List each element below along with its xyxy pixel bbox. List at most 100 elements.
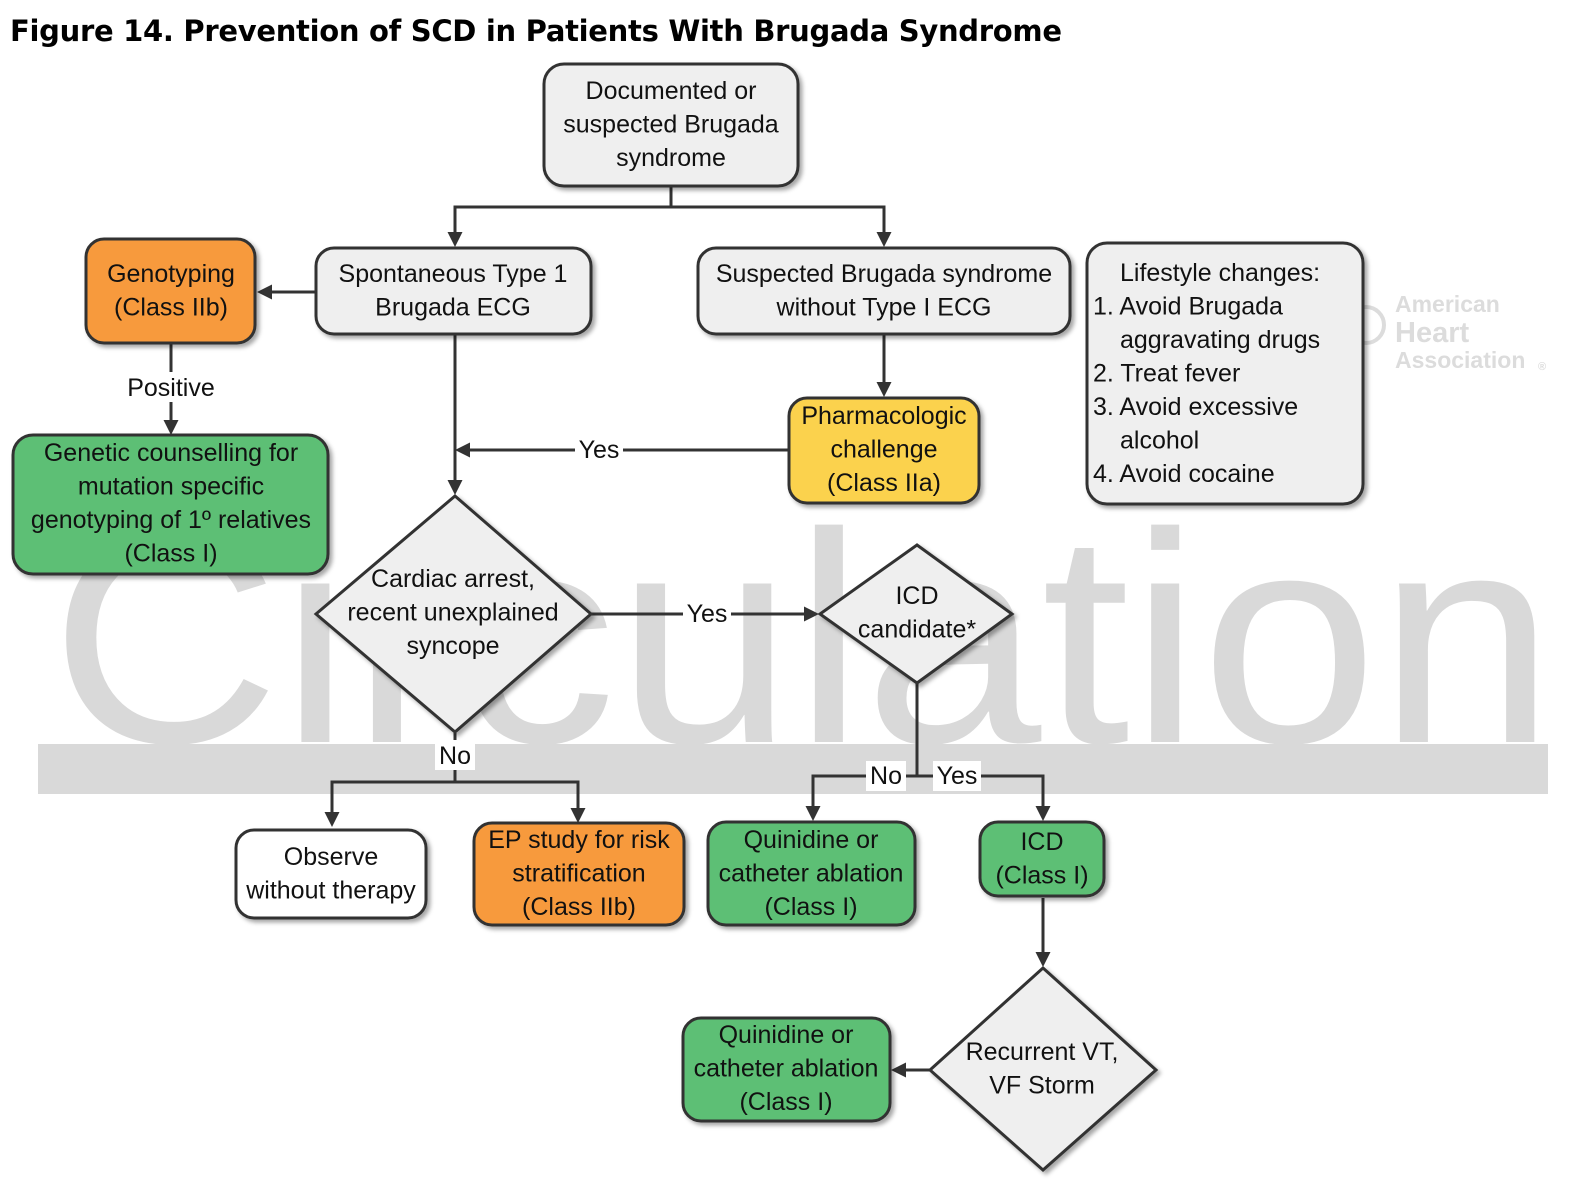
- ep_study-line: EP study for risk: [488, 826, 670, 854]
- start-line: syndrome: [616, 144, 726, 172]
- node-recurrent-text: Recurrent VT, VF Storm: [966, 1038, 1119, 1100]
- node-quinidine-1-text: Quinidine or catheter ablation (Class I): [719, 826, 904, 921]
- node-ep-study: [472, 821, 686, 927]
- ep_study-line: (Class IIb): [522, 893, 636, 921]
- counselling-line: Genetic counselling for: [44, 439, 298, 467]
- label-bg: [683, 599, 731, 629]
- watermark-bar: [38, 744, 1548, 794]
- genotyping-line: Genotyping: [107, 260, 235, 288]
- cardiac_arrest-line: syncope: [406, 632, 499, 660]
- genotyping-line: (Class IIb): [114, 294, 228, 322]
- icd-line: ICD: [1020, 828, 1063, 856]
- aha-logo: American Heart Association ®: [1346, 291, 1546, 373]
- node-genotyping: [84, 237, 257, 345]
- node-pharmacologic: [787, 396, 981, 505]
- lifestyle-line: Lifestyle changes:: [1120, 259, 1320, 287]
- icd_candidate-line: ICD: [895, 582, 938, 610]
- spontaneous-line: Spontaneous Type 1: [339, 260, 568, 288]
- label-no-arrest: No: [439, 742, 471, 770]
- nodes: [11, 62, 1365, 1173]
- node-suspected: [696, 246, 1072, 336]
- observe-line: without therapy: [245, 877, 416, 905]
- connectors: [163, 186, 1051, 1078]
- suspected-line: Suspected Brugada syndrome: [716, 260, 1052, 288]
- node-labels: Documented or suspected Brugada syndrome S…: [31, 77, 1320, 1116]
- node-icd-candidate-text: ICD candidate*: [858, 582, 976, 644]
- recurrent-line: VF Storm: [989, 1072, 1095, 1100]
- quinidine1-line: catheter ablation: [719, 860, 904, 888]
- pharmacologic-line: (Class IIa): [827, 469, 941, 497]
- label-yes-icd: Yes: [687, 600, 728, 628]
- aha-line-heart: Heart: [1395, 317, 1469, 349]
- node-start: [542, 62, 800, 188]
- edge-start-to-spontaneous: [447, 186, 673, 247]
- aha-line-american: American: [1395, 291, 1500, 317]
- pharmacologic-line: Pharmacologic: [801, 402, 966, 430]
- figure-title: Figure 14. Prevention of SCD in Patients…: [10, 14, 1062, 48]
- node-lifestyle: [1085, 241, 1365, 506]
- node-quinidine-2: [681, 1016, 892, 1123]
- node-observe-text: Observe without therapy: [245, 843, 416, 905]
- spontaneous-line: Brugada ECG: [375, 294, 531, 322]
- aha-line-association: Association: [1395, 347, 1525, 373]
- counselling-line: mutation specific: [78, 473, 264, 501]
- icd_candidate-line: candidate*: [858, 616, 976, 644]
- edge-arrest-to-ep-study: [455, 780, 586, 823]
- node-spontaneous-text: Spontaneous Type 1 Brugada ECG: [339, 260, 568, 322]
- node-counselling-text: Genetic counselling for mutation specific…: [31, 439, 311, 568]
- label-bg: [866, 761, 906, 791]
- node-observe: [234, 828, 428, 920]
- edge-labels: Positive Yes Yes No No Yes: [121, 372, 981, 791]
- node-quinidine-1: [706, 820, 917, 927]
- node-counselling: [11, 433, 330, 576]
- quinidine2-line: catheter ablation: [694, 1055, 879, 1083]
- node-start-text: Documented or suspected Brugada syndrome: [563, 77, 779, 172]
- node-icd: [978, 820, 1106, 898]
- quinidine1-line: Quinidine or: [744, 826, 879, 854]
- edge-candidate-to-quinidine: [805, 683, 919, 821]
- lifestyle-line: aggravating drugs: [1120, 326, 1320, 354]
- lifestyle-line: 4. Avoid cocaine: [1093, 460, 1275, 488]
- cardiac_arrest-line: recent unexplained: [347, 599, 558, 627]
- observe-line: Observe: [284, 843, 378, 871]
- label-yes-pharm: Yes: [579, 436, 620, 464]
- node-icd-text: ICD (Class I): [995, 828, 1088, 890]
- label-bg: [121, 372, 221, 402]
- ep_study-line: stratification: [512, 860, 645, 888]
- node-quinidine-2-text: Quinidine or catheter ablation (Class I): [694, 1021, 879, 1116]
- lifestyle-line: 2. Treat fever: [1093, 360, 1240, 388]
- node-recurrent: [927, 965, 1159, 1173]
- start-line: Documented or: [586, 77, 757, 105]
- pharmacologic-line: challenge: [830, 436, 937, 464]
- quinidine2-line: (Class I): [739, 1088, 832, 1116]
- cardiac_arrest-line: Cardiac arrest,: [371, 565, 535, 593]
- node-icd-candidate: [817, 543, 1015, 685]
- aha-registered-mark: ®: [1538, 361, 1546, 373]
- node-cardiac-arrest-text: Cardiac arrest, recent unexplained syncope: [347, 565, 558, 660]
- label-yes-candidate: Yes: [937, 762, 978, 790]
- suspected-line: without Type I ECG: [776, 294, 992, 322]
- label-bg: [575, 435, 623, 465]
- icd-line: (Class I): [995, 862, 1088, 890]
- label-no-icd: No: [870, 762, 902, 790]
- edge-start-to-suspected: [671, 205, 892, 247]
- start-line: suspected Brugada: [563, 111, 779, 139]
- node-ep-study-text: EP study for risk stratification (Class II…: [488, 826, 670, 921]
- counselling-line: (Class I): [124, 540, 217, 568]
- node-suspected-text: Suspected Brugada syndrome without Type I…: [716, 260, 1052, 322]
- label-bg: [933, 761, 981, 791]
- label-bg: [435, 740, 475, 770]
- recurrent-line: Recurrent VT,: [966, 1038, 1119, 1066]
- counselling-line: genotyping of 1º relatives: [31, 506, 311, 534]
- node-pharmacologic-text: Pharmacologic challenge (Class IIa): [801, 402, 966, 497]
- node-spontaneous: [314, 246, 593, 336]
- quinidine1-line: (Class I): [764, 893, 857, 921]
- node-genotyping-text: Genotyping (Class IIb): [107, 260, 235, 322]
- label-positive: Positive: [127, 374, 215, 402]
- lifestyle-line: alcohol: [1120, 427, 1199, 455]
- node-cardiac-arrest: [313, 494, 594, 734]
- lifestyle-line: 3. Avoid excessive: [1093, 393, 1298, 421]
- quinidine2-line: Quinidine or: [719, 1021, 854, 1049]
